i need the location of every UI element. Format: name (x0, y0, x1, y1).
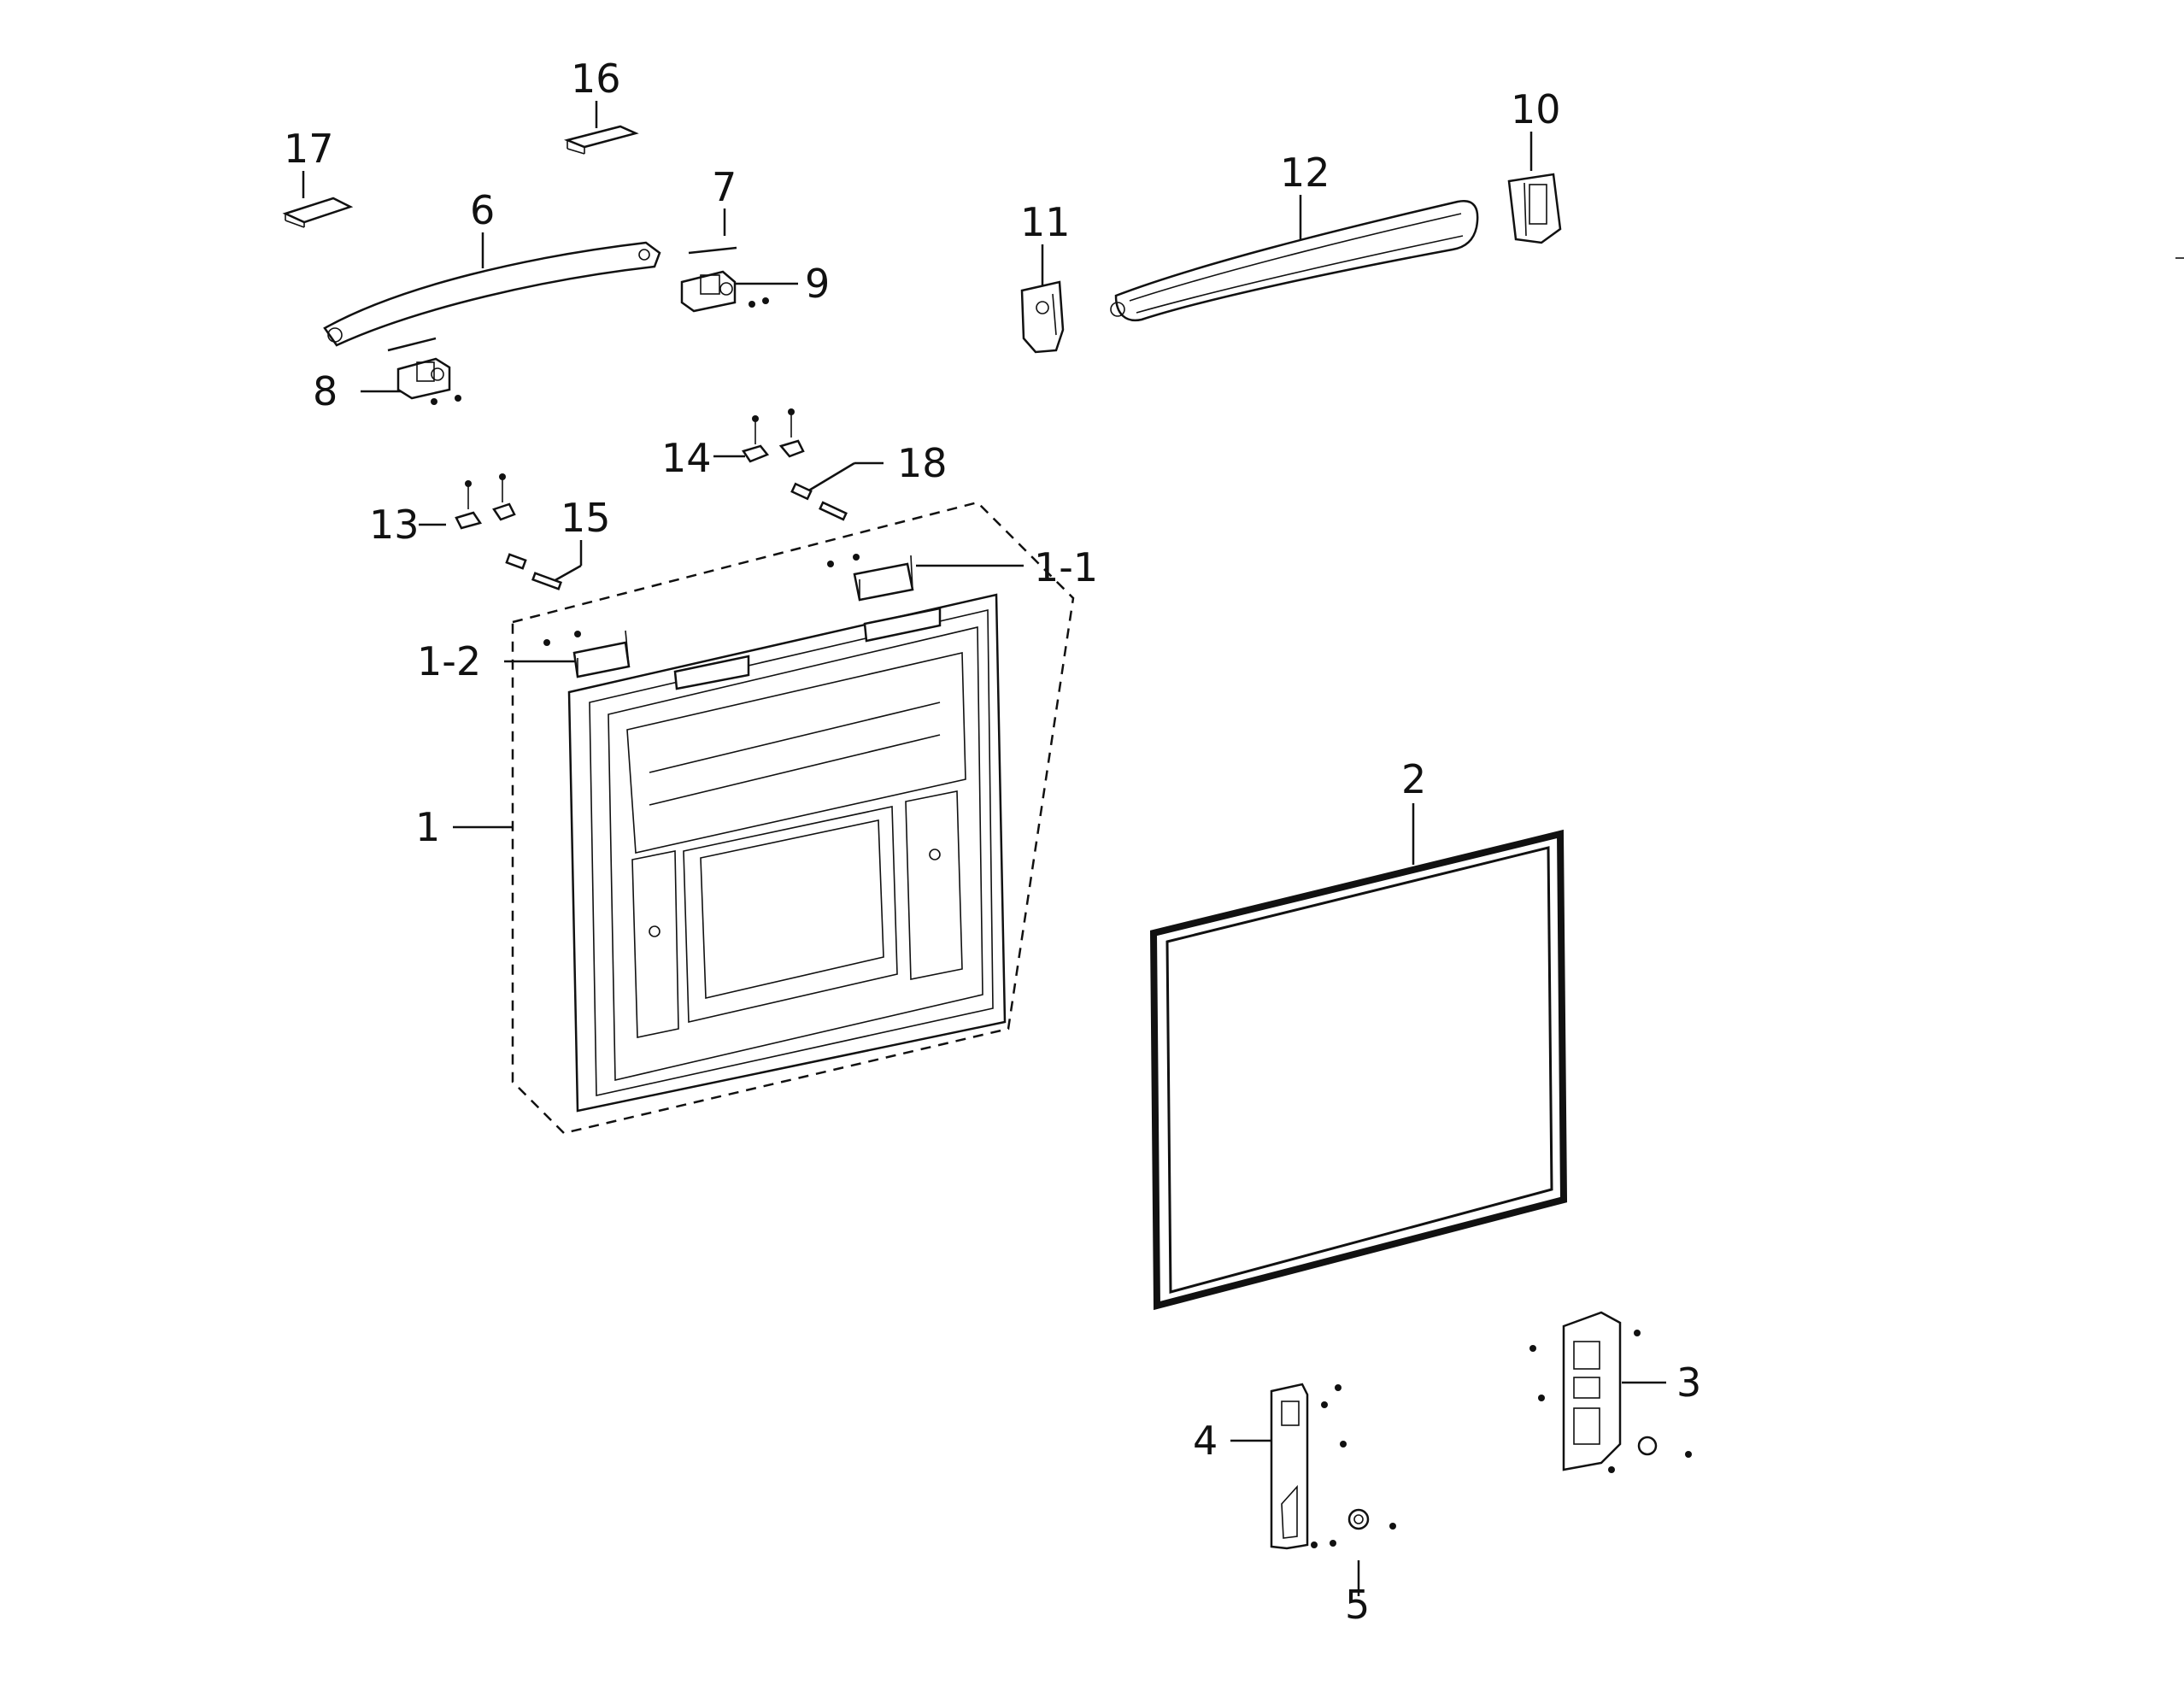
part-3-bracket (1529, 1311, 1692, 1473)
part-14-caps (742, 408, 805, 463)
part-7-rod (387, 246, 737, 352)
part-10-end-cap (1507, 173, 1562, 244)
label-10: 10 (1511, 86, 1561, 132)
part-1-door-assembly (511, 501, 1075, 1135)
part-12-handle (1110, 199, 1479, 322)
label-4: 4 (1193, 1418, 1218, 1464)
part-1-1-bracket (827, 554, 914, 602)
label-7: 7 (712, 164, 737, 210)
part-16-cover (563, 125, 639, 155)
part-17-cover (282, 197, 354, 228)
label-8: 8 (313, 368, 338, 414)
label-15: 15 (561, 495, 611, 541)
label-13: 13 (369, 502, 420, 548)
label-1: 1 (415, 804, 440, 850)
label-9: 9 (805, 261, 830, 307)
part-8-hinge (396, 357, 461, 405)
part-4-bracket (1270, 1383, 1347, 1550)
part-2-gasket (1149, 829, 1568, 1311)
label-12: 12 (1280, 150, 1330, 196)
part-13-caps (455, 473, 516, 530)
part-5-cap (1347, 1508, 1396, 1530)
label-14: 14 (661, 435, 712, 481)
label-17: 17 (284, 126, 334, 172)
label-18: 18 (897, 440, 948, 486)
label-1-1: 1-1 (1034, 544, 1098, 590)
part-18-spring (790, 482, 848, 521)
part-6-hinge-bar (323, 241, 661, 347)
part-9-hinge (680, 270, 769, 313)
leader-lines (302, 101, 1666, 1596)
label-11: 11 (1020, 199, 1071, 245)
label-16: 16 (571, 56, 621, 102)
part-1-2-bracket (543, 630, 631, 678)
label-3: 3 (1676, 1359, 1701, 1406)
part-15-spring (505, 553, 563, 590)
label-5: 5 (1345, 1582, 1370, 1628)
label-1-2: 1-2 (417, 638, 481, 684)
label-2: 2 (1401, 756, 1426, 802)
part-11-end-cap (1020, 280, 1065, 354)
label-6: 6 (470, 187, 495, 233)
